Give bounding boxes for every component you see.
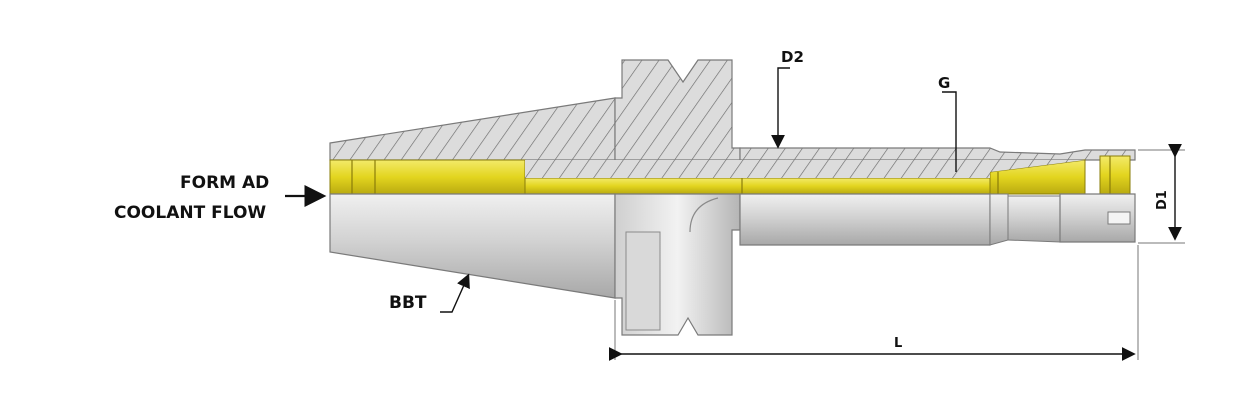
d2-leader [771,67,790,149]
g-label: G [938,74,950,92]
coolant-flow-label: COOLANT FLOW [114,203,266,223]
d1-label: D1 [1155,190,1170,210]
shank-body [739,193,991,246]
bbt-label: BBT [389,293,427,313]
g-leader [942,91,957,172]
shank-section [739,147,1136,161]
taper-section [329,97,616,161]
taper-body [329,193,616,299]
coolant-channel [329,155,1131,195]
form-label: FORM AD [180,173,269,193]
l-label: L [894,336,902,351]
collet-nut [1007,195,1061,243]
solid-lower-half [329,193,1136,336]
bbt-leader [440,273,470,313]
flange-section [614,59,741,161]
d2-label: D2 [781,48,804,66]
sectioned-upper-half [329,59,1136,161]
